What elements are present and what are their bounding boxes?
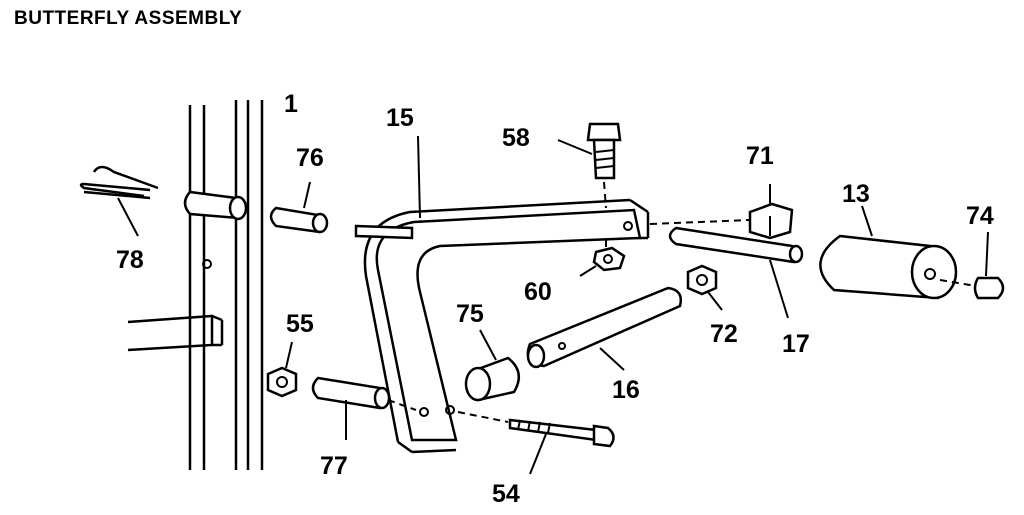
nut-72-part <box>686 264 723 311</box>
hairpin-clip-part <box>79 165 159 237</box>
callout-15: 15 <box>386 104 414 132</box>
callout-55: 55 <box>286 310 314 338</box>
callout-1: 1 <box>284 90 298 118</box>
callout-72: 72 <box>710 320 738 348</box>
roller-part <box>819 205 958 300</box>
callout-58: 58 <box>502 124 530 152</box>
diagram-title: BUTTERFLY ASSEMBLY <box>14 8 243 29</box>
pin-part <box>649 219 804 319</box>
callout-75: 75 <box>456 300 484 328</box>
callout-13: 13 <box>842 180 870 208</box>
callout-76: 76 <box>296 144 324 172</box>
frame-part <box>127 100 264 470</box>
callout-77: 77 <box>320 452 348 480</box>
callout-60: 60 <box>524 278 552 306</box>
bolt-part <box>557 122 622 209</box>
shaft-part <box>526 286 682 371</box>
callout-54: 54 <box>492 480 520 508</box>
bushing-77-part <box>311 376 417 440</box>
bushing-part <box>269 181 329 234</box>
callout-16: 16 <box>612 376 640 404</box>
callout-74: 74 <box>966 202 994 230</box>
callout-78: 78 <box>116 246 144 274</box>
nut-part <box>579 240 626 277</box>
bolt-54-part <box>457 411 615 475</box>
square-nut-part <box>748 184 794 240</box>
nut-55-part <box>266 341 298 398</box>
spacer-part <box>464 329 521 402</box>
callout-71: 71 <box>746 142 774 170</box>
cap-part <box>939 231 1005 300</box>
arm-part <box>354 135 650 454</box>
callout-17: 17 <box>782 330 810 358</box>
